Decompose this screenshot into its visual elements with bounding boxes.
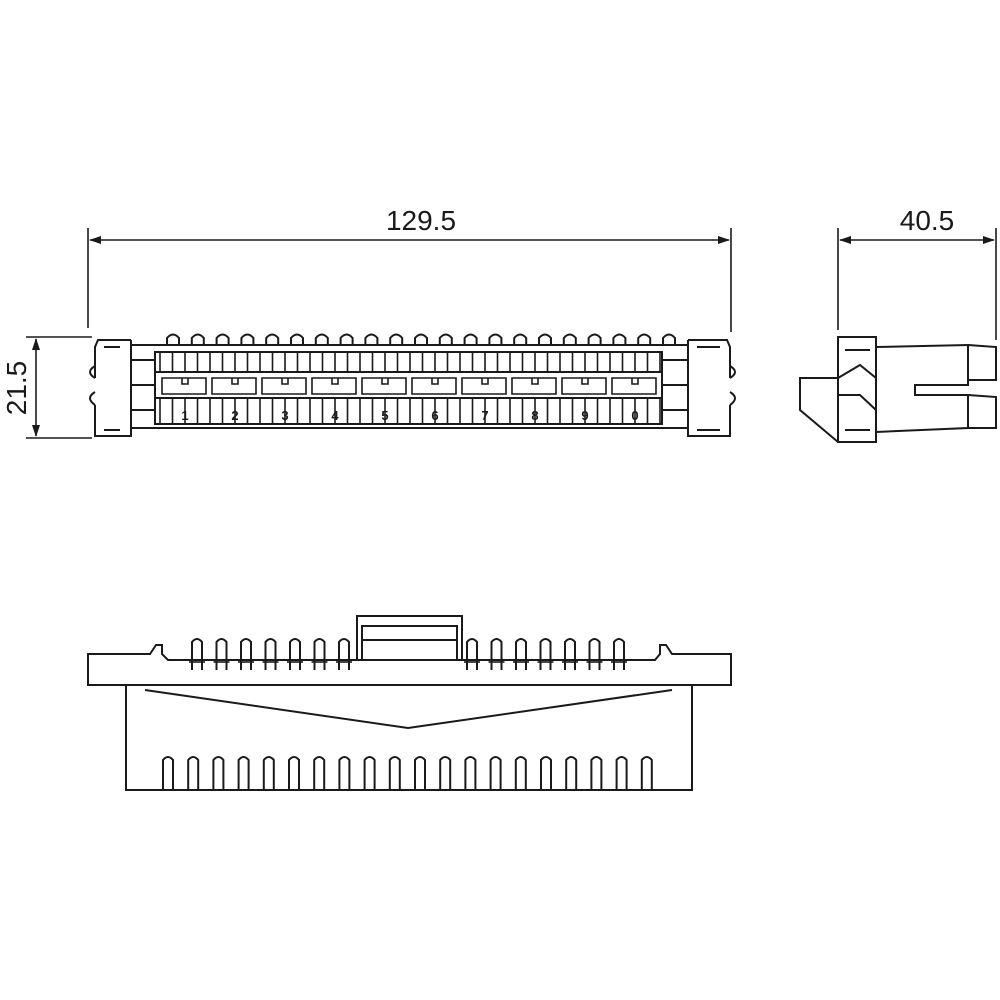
pair-block	[511, 377, 557, 395]
top-tooth	[463, 333, 478, 345]
pair-block	[211, 377, 257, 395]
top-tooth	[513, 333, 528, 345]
top-tooth	[389, 333, 404, 345]
position-label-0: 0	[631, 408, 638, 423]
contact-pin	[539, 638, 552, 670]
front-pair-blocks	[161, 377, 657, 395]
position-label-8: 8	[531, 408, 538, 423]
front-contact-slots	[159, 352, 661, 424]
contact-pin	[466, 638, 478, 670]
rear-plate	[87, 644, 732, 686]
front-top-teeth	[166, 333, 676, 345]
pair-block	[561, 377, 607, 395]
housing-fin	[514, 756, 527, 790]
contact-pin	[338, 638, 350, 670]
top-tooth	[166, 333, 180, 345]
housing	[125, 685, 693, 791]
left-end-bracket	[94, 339, 132, 437]
top-tooth	[587, 333, 602, 345]
pair-block	[461, 377, 507, 395]
contact-pin	[191, 638, 203, 670]
top-tooth	[414, 333, 428, 345]
height-dimension: 21.5	[1, 336, 92, 439]
top-tooth	[215, 333, 230, 345]
pair-block	[411, 377, 457, 395]
housing-fin	[565, 756, 578, 790]
housing-fin	[313, 756, 326, 790]
contact-pin	[588, 638, 601, 670]
top-tooth	[339, 333, 354, 345]
housing-taper	[144, 689, 673, 730]
housing-fin	[439, 756, 452, 790]
height-dimension-label: 21.5	[1, 361, 32, 416]
side-profile	[799, 336, 997, 443]
housing-fin	[489, 756, 502, 790]
depth-dimension: 40.5	[837, 205, 997, 340]
top-tooth	[190, 333, 205, 345]
front-view: 129.5 21.5 1 2	[1, 205, 736, 439]
position-label-2: 2	[231, 408, 238, 423]
housing-fin	[212, 756, 225, 790]
length-dimension: 129.5	[87, 205, 732, 332]
top-tooth	[662, 333, 676, 345]
contact-pin	[264, 638, 277, 670]
top-tooth	[290, 333, 304, 345]
contact-pin	[564, 638, 576, 670]
housing-fin	[162, 756, 174, 790]
housing-fin	[187, 756, 200, 790]
housing-fin	[590, 756, 603, 790]
position-label-9: 9	[581, 408, 588, 423]
top-tooth	[265, 333, 280, 345]
bottom-contact-pins	[189, 638, 627, 670]
length-dimension-label: 129.5	[386, 205, 456, 236]
pair-block	[311, 377, 357, 395]
top-tooth	[364, 333, 379, 345]
top-tooth	[612, 333, 627, 345]
housing-fin	[388, 756, 401, 790]
top-tooth	[637, 333, 652, 345]
contact-pin	[490, 638, 503, 670]
housing-fin	[262, 756, 275, 790]
top-tooth	[562, 333, 577, 345]
top-tooth	[240, 333, 255, 345]
right-end-bracket	[687, 339, 731, 437]
top-tooth	[314, 333, 329, 345]
center-latch	[356, 615, 463, 660]
side-view: 40.5	[799, 205, 997, 443]
contact-pin	[515, 638, 527, 670]
housing-fin	[338, 756, 351, 790]
housing-fin	[540, 756, 552, 790]
pair-block	[261, 377, 307, 395]
position-label-4: 4	[331, 408, 339, 423]
bottom-view	[87, 615, 732, 791]
pair-block	[611, 377, 657, 395]
housing-fin	[640, 756, 653, 790]
position-label-6: 6	[431, 408, 438, 423]
position-label-5: 5	[381, 408, 388, 423]
housing-fin	[414, 756, 426, 790]
position-label-3: 3	[281, 408, 288, 423]
contact-pin	[313, 638, 326, 670]
top-tooth	[438, 333, 453, 345]
contact-pin	[289, 638, 301, 670]
housing-fin	[288, 756, 300, 790]
housing-fin	[464, 756, 477, 790]
contact-pin	[240, 638, 252, 670]
pair-block	[161, 377, 207, 395]
pair-block	[361, 377, 407, 395]
bottom-fins	[162, 756, 653, 790]
depth-dimension-label: 40.5	[900, 205, 955, 236]
top-tooth	[488, 333, 503, 345]
top-tooth	[538, 333, 552, 345]
housing-fin	[237, 756, 250, 790]
position-label-7: 7	[481, 408, 488, 423]
contact-pin	[613, 638, 625, 670]
position-label-1: 1	[181, 408, 188, 423]
contact-pin	[215, 638, 228, 670]
position-labels: 1 2 3 4 5 6 7 8 9 0	[181, 408, 638, 423]
housing-fin	[363, 756, 376, 790]
housing-fin	[615, 756, 628, 790]
